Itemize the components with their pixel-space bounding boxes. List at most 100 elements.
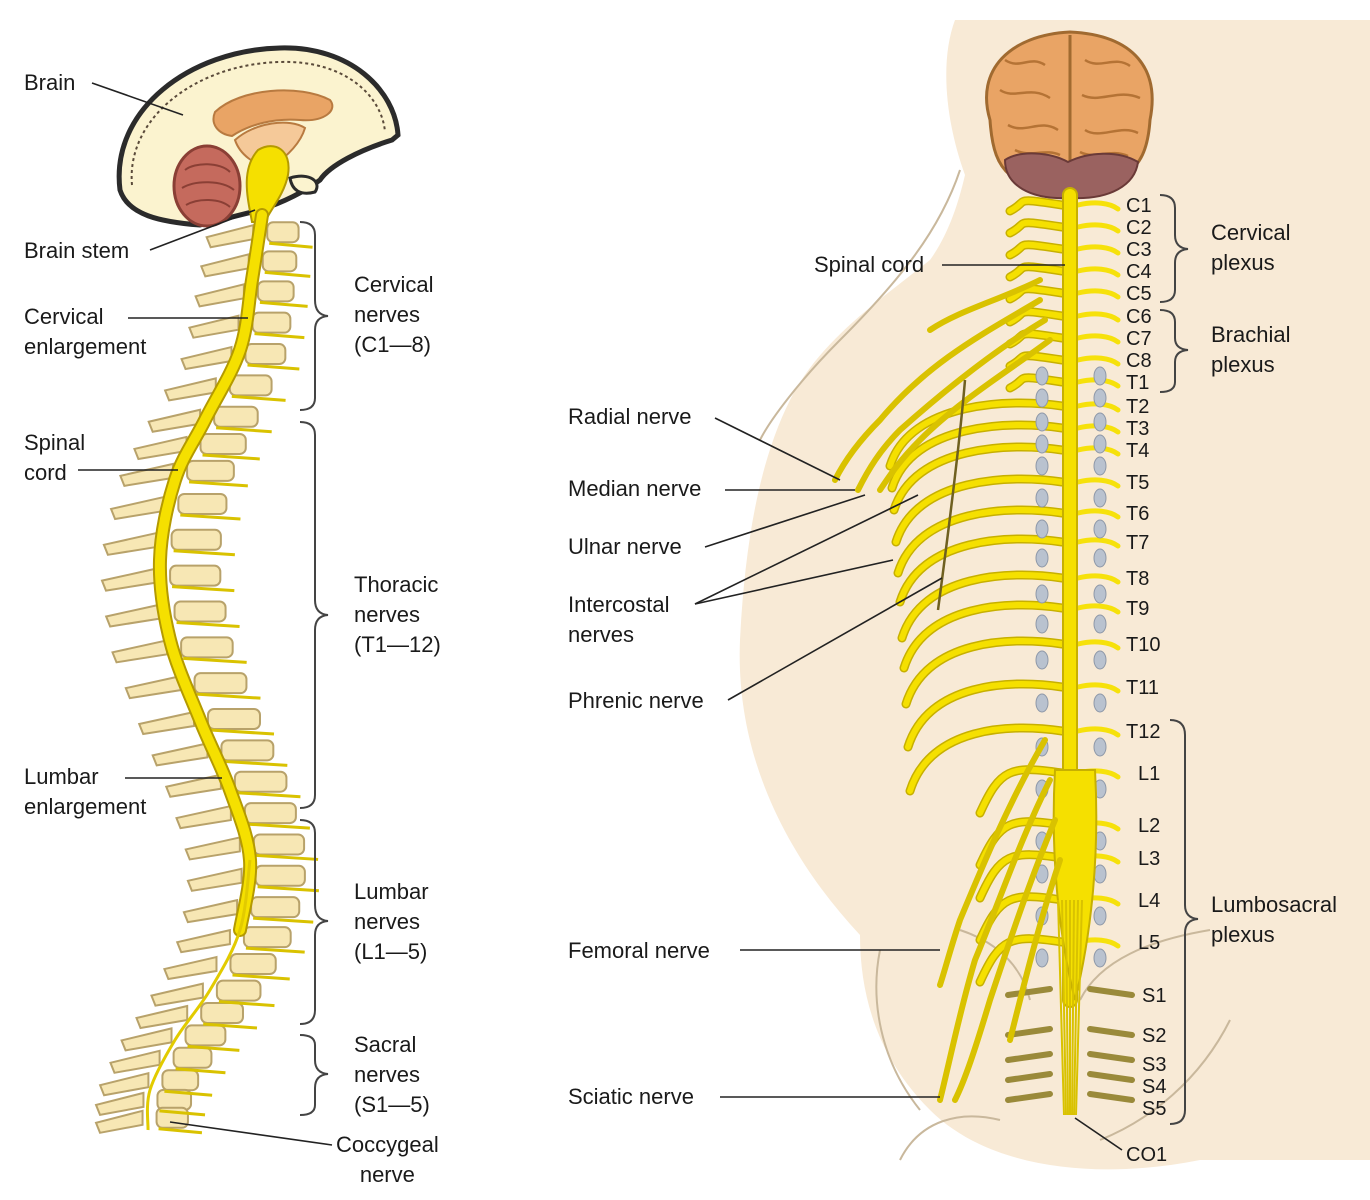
plexus-lumbosacral-line1: Lumbosacral [1211, 890, 1337, 920]
vertebral-body [221, 740, 273, 760]
segment-label: CO1 [1126, 1144, 1167, 1166]
vertebral-body [174, 1048, 212, 1068]
segment-label: T7 [1126, 532, 1149, 554]
spinal-nerve-root [258, 887, 319, 891]
spinous-process [201, 254, 248, 276]
spinous-process [110, 1051, 159, 1073]
label-lumbar-enlargement-line1: Lumbar [24, 762, 146, 792]
spinal-nerve-root [256, 855, 318, 859]
label-intercostal-nerves: Intercostal nerves [568, 590, 670, 650]
segment-label: C6 [1126, 306, 1152, 328]
spinal-nerve-root [159, 1129, 202, 1133]
spinous-process [207, 225, 254, 247]
spinal-nerve-root [210, 730, 274, 734]
plexus-brachial-line2: plexus [1211, 350, 1290, 380]
label-coccygeal-line1: Coccygeal [336, 1130, 439, 1160]
group-cervical-line3: (C1—8) [354, 330, 433, 360]
spinous-process [151, 984, 202, 1006]
label-coccygeal-line2: nerve [336, 1160, 439, 1190]
label-cervical-enlargement-line1: Cervical [24, 302, 146, 332]
spinous-process [106, 604, 160, 626]
label-cervical-enlargement: Cervical enlargement [24, 302, 146, 362]
group-sacral-line1: Sacral [354, 1030, 430, 1060]
spinous-process [186, 837, 240, 859]
disc-left [1036, 694, 1048, 712]
segment-label: T6 [1126, 503, 1149, 525]
group-thoracic-nerves: Thoracic nerves (T1—12) [354, 570, 441, 660]
spinal-nerve-root [260, 302, 308, 306]
disc-right [1094, 615, 1106, 633]
vertebral-body [217, 981, 261, 1001]
label-spinal-cord-left-line1: Spinal [24, 428, 85, 458]
plexus-cervical-line1: Cervical [1211, 218, 1290, 248]
segment-label: T1 [1126, 372, 1149, 394]
disc-right [1094, 738, 1106, 756]
vertebral-body [175, 601, 226, 621]
spinal-nerve-root [203, 455, 260, 459]
spinous-process [188, 869, 242, 891]
group-sacral-line3: (S1—5) [354, 1090, 430, 1120]
spinal-nerve-root [223, 761, 287, 765]
vertebral-body [208, 709, 260, 729]
vertebral-body [181, 637, 233, 657]
spinal-nerve-root [246, 948, 305, 952]
segment-label: C4 [1126, 261, 1152, 283]
label-ulnar-nerve: Ulnar nerve [568, 532, 682, 562]
segment-label: S1 [1142, 985, 1166, 1007]
spinous-process [120, 464, 173, 486]
vertebral-body [256, 866, 305, 886]
spinous-process [184, 900, 237, 922]
label-radial-nerve: Radial nerve [568, 402, 692, 432]
spinal-nerve-root [189, 482, 248, 486]
segment-label: S5 [1142, 1098, 1166, 1120]
spinous-process [164, 957, 216, 979]
spinal-nerve-root [172, 587, 234, 591]
spinous-process [153, 743, 208, 765]
segment-label: T8 [1126, 568, 1149, 590]
label-coccygeal-nerve: Coccygeal nerve [336, 1130, 439, 1190]
segment-label: L3 [1138, 848, 1160, 870]
vertebral-body [195, 673, 247, 693]
segment-label: C1 [1126, 195, 1152, 217]
vertebral-body [230, 954, 275, 974]
vertebral-body [254, 834, 304, 854]
group-cervical-line2: nerves [354, 300, 433, 330]
label-spinal-cord-left-line2: cord [24, 458, 85, 488]
spinous-process [139, 712, 194, 734]
group-sacral-nerves: Sacral nerves (S1—5) [354, 1030, 430, 1120]
spinous-process [111, 497, 164, 519]
segment-label: C7 [1126, 328, 1152, 350]
spinal-nerve-root [265, 272, 311, 276]
spinous-process [182, 347, 232, 369]
spinous-process [196, 284, 244, 306]
label-lumbar-enlargement: Lumbar enlargement [24, 762, 146, 822]
disc-right [1094, 585, 1106, 603]
label-brain-stem: Brain stem [24, 236, 129, 266]
group-lumbar-line1: Lumbar [354, 877, 429, 907]
segment-label: T4 [1126, 440, 1149, 462]
segment-label: C2 [1126, 217, 1152, 239]
vertebral-body [201, 1003, 243, 1023]
vertebral-body [267, 222, 298, 242]
spinal-nerve-root [174, 551, 235, 555]
segment-label: L5 [1138, 932, 1160, 954]
disc-right [1094, 489, 1106, 507]
spinal-nerve-root [183, 658, 247, 662]
group-thoracic-line1: Thoracic [354, 570, 441, 600]
vertebral-body [178, 494, 226, 514]
disc-left [1036, 367, 1048, 385]
segment-label: T11 [1126, 677, 1159, 699]
segment-label: T12 [1126, 721, 1160, 743]
disc-right [1094, 367, 1106, 385]
vertebral-body [244, 927, 291, 947]
plexus-lumbosacral-line2: plexus [1211, 920, 1337, 950]
plexus-brachial: Brachial plexus [1211, 320, 1290, 380]
disc-left [1036, 413, 1048, 431]
group-cervical-nerves: Cervical nerves (C1—8) [354, 270, 433, 360]
disc-left [1036, 651, 1048, 669]
vertebral-body [258, 281, 294, 301]
label-sciatic-nerve: Sciatic nerve [568, 1082, 694, 1112]
segment-label: S4 [1142, 1076, 1166, 1098]
